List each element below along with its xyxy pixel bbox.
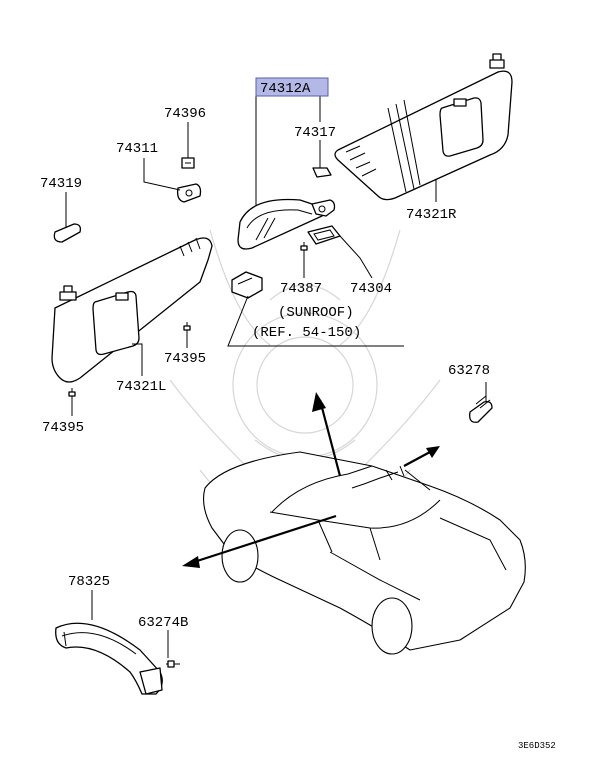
note-sunroof: (SUNROOF) bbox=[278, 305, 354, 321]
screw-74395-a bbox=[183, 322, 191, 338]
clip-74396 bbox=[181, 157, 195, 169]
highlight-box-74312A bbox=[255, 77, 329, 97]
sun-visor-right bbox=[334, 53, 513, 201]
label-74395-b[interactable]: 74395 bbox=[42, 420, 84, 436]
note-reference: (REF. 54-150) bbox=[252, 325, 361, 341]
label-74311[interactable]: 74311 bbox=[116, 141, 158, 157]
label-74321L[interactable]: 74321L bbox=[116, 379, 166, 395]
sunroof-bracket bbox=[231, 271, 263, 299]
label-74319[interactable]: 74319 bbox=[40, 176, 82, 192]
label-63274B[interactable]: 63274B bbox=[138, 615, 188, 631]
label-78325[interactable]: 78325 bbox=[68, 574, 110, 590]
label-74321R[interactable]: 74321R bbox=[406, 207, 457, 223]
label-74396[interactable]: 74396 bbox=[164, 106, 206, 122]
cap-74319 bbox=[53, 223, 82, 243]
label-74312A[interactable]: 74312A bbox=[260, 81, 311, 97]
label-74395-a[interactable]: 74395 bbox=[164, 351, 206, 367]
screw-74395-b bbox=[68, 388, 76, 404]
assist-grip bbox=[55, 622, 163, 695]
clip-63278 bbox=[469, 395, 493, 423]
label-74304[interactable]: 74304 bbox=[350, 281, 392, 297]
pad-74304 bbox=[307, 225, 341, 245]
screw-63274B bbox=[166, 660, 180, 668]
holder-74311 bbox=[176, 183, 202, 203]
label-63278[interactable]: 63278 bbox=[448, 363, 490, 379]
screw-74387 bbox=[300, 242, 308, 258]
part-labels: 74312A 74317 74396 74311 74319 74321R 74… bbox=[40, 77, 556, 751]
rear-view-mirror bbox=[237, 198, 336, 250]
pointer-arrows bbox=[182, 392, 440, 568]
figure-code: 3E6D352 bbox=[518, 741, 556, 751]
car-outline bbox=[203, 451, 526, 655]
sun-visor-left bbox=[51, 237, 213, 383]
nut-74317 bbox=[312, 167, 332, 178]
label-74317[interactable]: 74317 bbox=[294, 125, 336, 141]
label-74387[interactable]: 74387 bbox=[280, 281, 322, 297]
